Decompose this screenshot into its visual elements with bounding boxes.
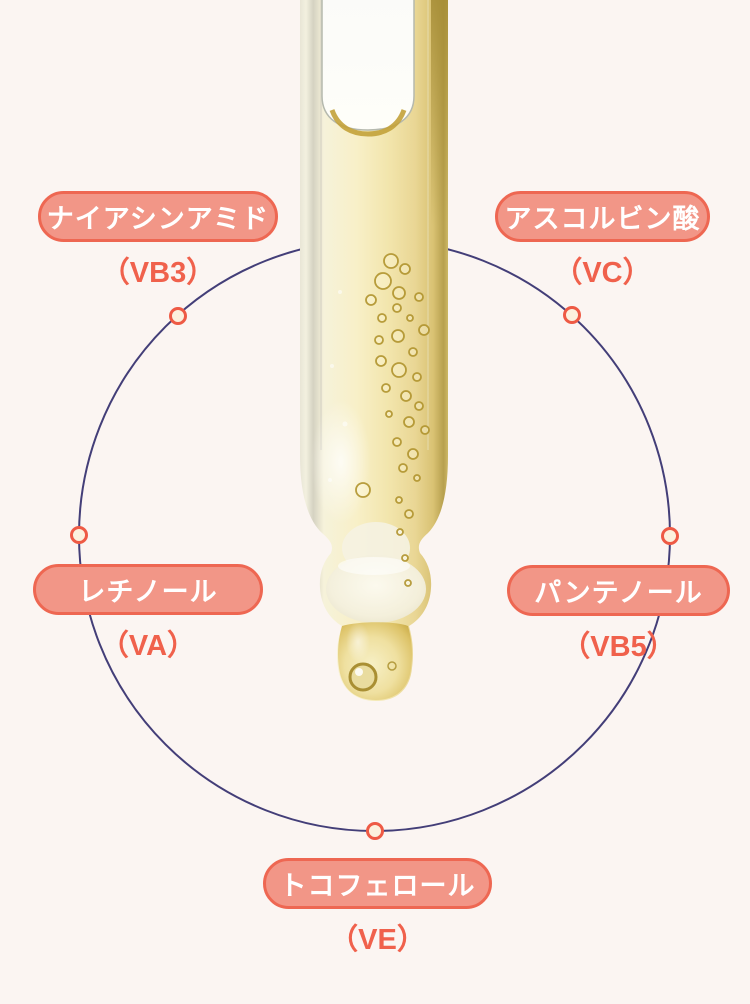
ingredient-pill-vb5: パンテノール [507, 565, 730, 616]
serum-specks [328, 290, 348, 482]
ingredient-label-vb3: ナイアシンアミド （VB3） [38, 191, 278, 291]
drop-bubble [348, 662, 378, 692]
serum-dropper-image [300, 0, 448, 701]
glass-highlight [311, 400, 371, 524]
ring-marker-dot [70, 526, 88, 544]
ring-marker-dot [169, 307, 187, 325]
ingredient-label-vb5: パンテノール （VB5） [507, 565, 730, 665]
pipette-air-column [321, 0, 415, 131]
ring-marker-dot [661, 527, 679, 545]
serum-bubbles [355, 253, 430, 587]
ingredient-pill-vb3: ナイアシンアミド [38, 191, 278, 242]
ring-marker-dot [366, 822, 384, 840]
ingredient-code: （VA） [99, 630, 197, 662]
ingredient-code: （VC） [553, 257, 652, 289]
ingredient-code: （VE） [329, 924, 426, 956]
ingredient-code: （VB3） [100, 257, 216, 289]
ingredient-pill-vc: アスコルビン酸 [495, 191, 710, 242]
drop-bubble-glint [355, 668, 363, 676]
liquid-meniscus [329, 109, 407, 137]
drop-bubble-small [387, 661, 397, 671]
ingredient-label-vc: アスコルビン酸 （VC） [495, 191, 710, 291]
dropper-glass-body [300, 0, 448, 701]
ingredient-name: レチノール [78, 577, 218, 607]
ingredient-label-va: レチノール （VA） [33, 564, 263, 664]
ingredient-label-ve: トコフェロール （VE） [263, 858, 492, 958]
ingredient-name: トコフェロール [279, 871, 476, 901]
bulb-sheen [338, 557, 410, 575]
ingredient-name: パンテノール [534, 578, 703, 608]
ingredient-pill-va: レチノール [33, 564, 263, 615]
ingredient-pill-ve: トコフェロール [263, 858, 492, 909]
glass-gold-edge [431, 0, 448, 226]
ingredient-code: （VB5） [561, 631, 676, 663]
ring-markers [70, 306, 679, 840]
ingredient-name: アスコルビン酸 [504, 204, 701, 234]
drop-highlight [346, 622, 370, 662]
ring-marker-dot [563, 306, 581, 324]
ingredient-name: ナイアシンアミド [46, 204, 270, 234]
